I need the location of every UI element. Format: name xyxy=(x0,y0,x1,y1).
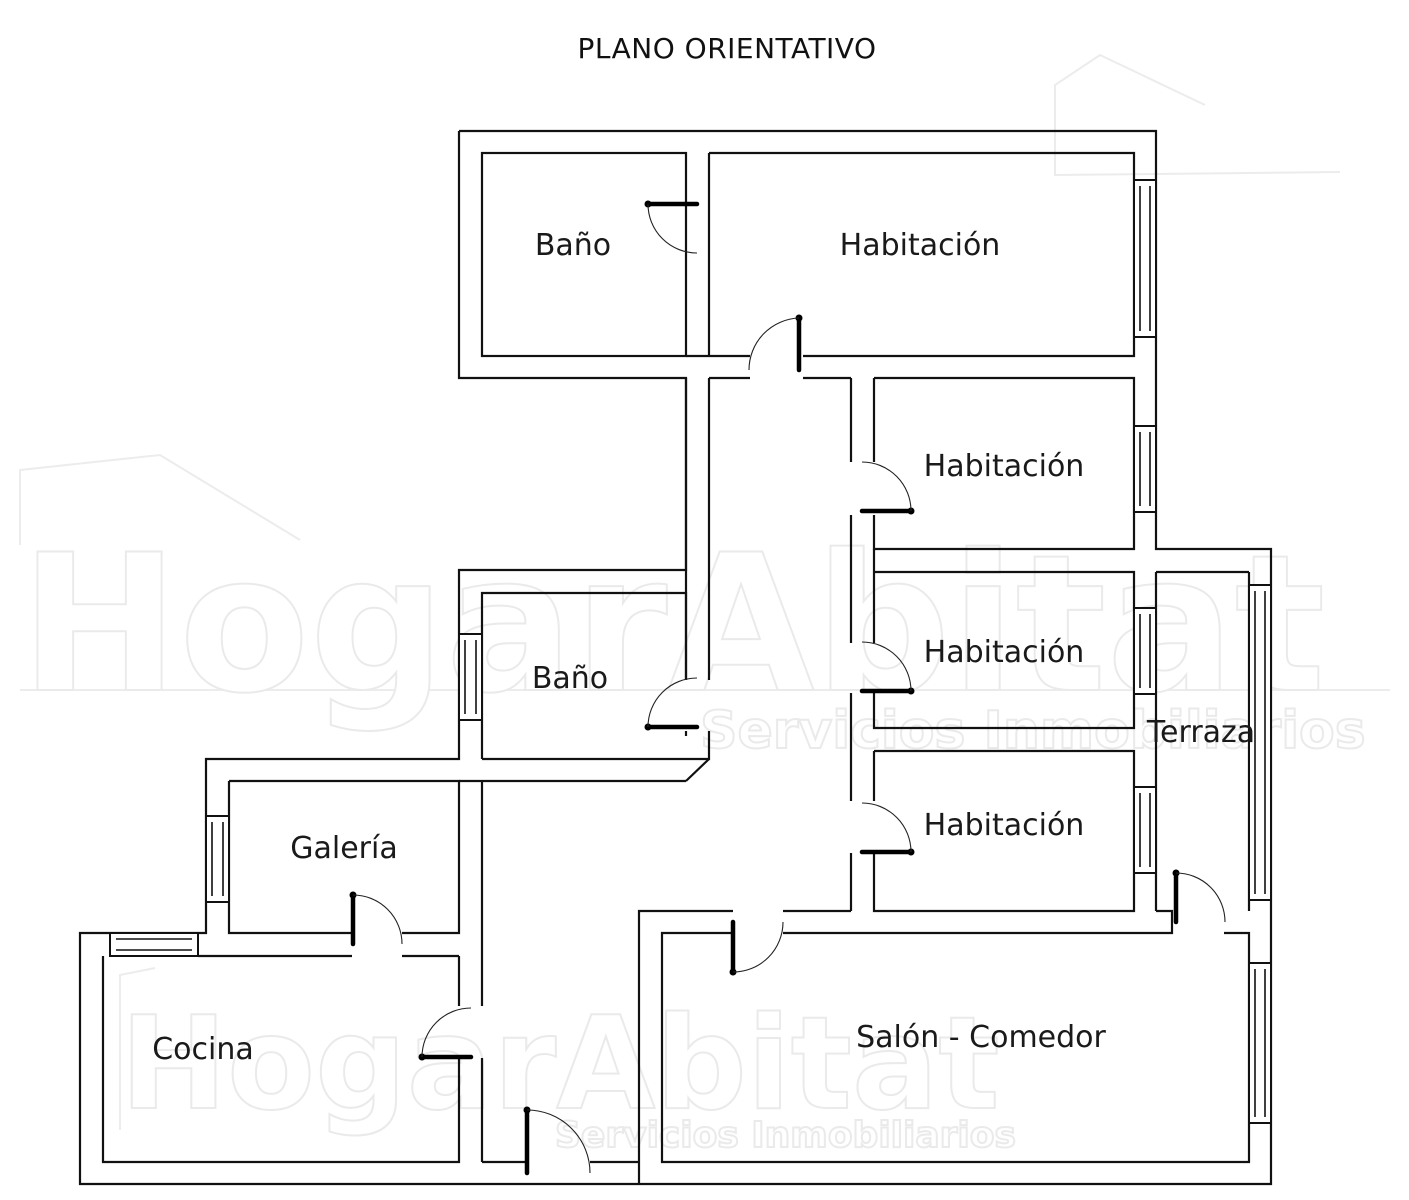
doors xyxy=(349,200,1226,1176)
room-label-salon-comedor: Salón - Comedor xyxy=(856,1020,1106,1055)
room-label-habitacion-3: Habitación xyxy=(924,635,1085,670)
room-label-habitacion-4: Habitación xyxy=(924,808,1085,843)
door-bano-2 xyxy=(644,677,700,731)
door-entrada xyxy=(523,1106,591,1176)
window-cocina xyxy=(109,932,199,957)
room-label-terraza: Terraza xyxy=(1146,715,1255,750)
door-terraza xyxy=(1172,869,1226,925)
door-habitacion-2 xyxy=(859,461,915,515)
door-habitacion-3 xyxy=(859,641,915,695)
room-label-bano-1: Baño xyxy=(535,228,611,263)
room-labels: Baño Habitación Habitación Habitación Ha… xyxy=(152,228,1255,1067)
window-bano-2 xyxy=(458,633,483,721)
window-galeria xyxy=(205,815,230,903)
room-label-cocina: Cocina xyxy=(152,1032,254,1067)
watermark-brand-large: HogarAbitat xyxy=(20,514,1326,735)
watermark-brand-small: HogarAbitat xyxy=(120,990,1000,1139)
window-salon xyxy=(1248,962,1272,1124)
door-cocina xyxy=(418,1007,474,1061)
windows xyxy=(109,179,1272,1124)
room-label-habitacion-1: Habitación xyxy=(840,228,1001,263)
window-habitacion-4 xyxy=(1133,786,1157,874)
window-habitacion-2 xyxy=(1133,425,1157,513)
watermark: HogarAbitat Servicios Inmobiliarios Hoga… xyxy=(19,53,1390,1157)
door-habitacion-1 xyxy=(748,314,803,373)
room-label-galeria: Galería xyxy=(290,831,397,866)
room-label-habitacion-2: Habitación xyxy=(924,449,1085,484)
window-habitacion-1 xyxy=(1133,179,1157,338)
plan-title: PLANO ORIENTATIVO xyxy=(577,32,876,65)
window-habitacion-3 xyxy=(1133,607,1157,695)
window-terraza xyxy=(1248,584,1272,901)
room-label-bano-2: Baño xyxy=(532,661,608,696)
wall-bano-top xyxy=(480,151,688,358)
watermark-tagline-small: Servicios Inmobiliarios xyxy=(555,1115,1016,1156)
door-bano-1 xyxy=(644,200,700,254)
door-galeria xyxy=(349,891,403,947)
door-habitacion-4 xyxy=(859,802,915,856)
door-salon xyxy=(729,919,784,976)
